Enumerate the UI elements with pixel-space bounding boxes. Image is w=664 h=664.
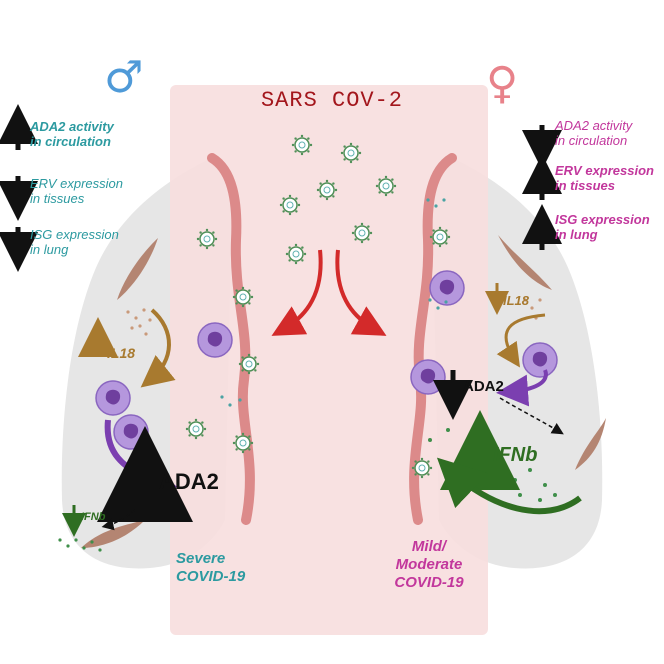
virus-arrow-right [335, 249, 387, 336]
female-il18-label: IL18 [503, 293, 530, 308]
female-legend-2-line1: ERV expression [555, 163, 654, 178]
male-legend-2-line1: ERV expression [30, 176, 123, 191]
ada2-purple-arrow-right [496, 369, 548, 407]
male-outcome-line2: COVID-19 [176, 568, 246, 585]
male-legend-3-line1: ISG expression [30, 227, 119, 242]
macrophage-icon [522, 342, 558, 378]
female-outcome-line3: COVID-19 [394, 574, 464, 591]
female-outcome-label: Mild/ Moderate COVID-19 [388, 538, 470, 592]
dashed-arrow-left [101, 509, 136, 531]
macrophage-icon [95, 380, 131, 416]
female-ifnb-label: IFNb [493, 444, 538, 466]
ifnb-curved-arrow-right [436, 457, 582, 515]
virus-icon [232, 286, 254, 308]
male-legend-2: ERV expression in tissues [30, 176, 123, 206]
fibroblast-icon [117, 238, 158, 300]
virus-icon [375, 175, 397, 197]
virus-arrow-left [271, 249, 323, 336]
fibroblast-icon [575, 418, 606, 470]
virus-icon [285, 243, 307, 265]
female-symbol-icon: ♀ [486, 58, 519, 109]
female-legend-3: ISG expression in lung [555, 212, 650, 242]
female-legend-1: ADA2 activity in circulation [555, 118, 632, 148]
male-outcome-line1: Severe [176, 550, 226, 567]
virus-icon [196, 228, 218, 250]
virus-icon [411, 457, 433, 479]
virus-icon [238, 353, 260, 375]
female-ada2-label: ADA2 [463, 378, 504, 395]
page-title: SARS COV-2 [260, 88, 404, 113]
male-legend-1-line1: ADA2 activity [30, 119, 114, 134]
male-legend-3: ISG expression in lung [30, 227, 119, 257]
erv-dots [220, 198, 448, 407]
virus-icon [351, 222, 373, 244]
il18-curved-arrow-right [496, 313, 546, 368]
male-legend-1-line2: in circulation [30, 134, 111, 149]
virus-icon [316, 179, 338, 201]
female-legend-1-line1: ADA2 activity [555, 118, 633, 133]
male-legend-1: ADA2 activity in circulation [30, 119, 114, 149]
right-alveolar-wall [409, 153, 457, 525]
virus-icon [232, 432, 254, 454]
fibroblast-icon [81, 520, 145, 548]
female-legend-2-line2: in tissues [555, 178, 615, 193]
virus-icon [291, 134, 313, 156]
male-ifnb-label: IFNb [81, 511, 106, 523]
fibroblast-icon [498, 235, 552, 290]
male-symbol-icon: ♂ [104, 52, 144, 103]
male-ada2-label: ADA2 [159, 469, 219, 494]
male-outcome-label: Severe COVID-19 [176, 550, 245, 586]
female-legend-3-line1: ISG expression [555, 212, 650, 227]
female-legend-1-line2: in circulation [555, 133, 628, 148]
virus-icon [429, 226, 451, 248]
female-outcome-line2: Moderate [395, 556, 463, 573]
male-il18-label: IL18 [107, 345, 136, 361]
macrophage-icon [197, 322, 233, 358]
male-legend-2-line2: in tissues [30, 191, 85, 206]
macrophage-icon [429, 270, 465, 306]
macrophage-icon [113, 414, 149, 450]
macrophage-icon [410, 359, 446, 395]
virus-icon [340, 142, 362, 164]
female-legend-3-line2: in lung [555, 227, 598, 242]
virus-icon [279, 194, 301, 216]
male-legend-3-line2: in lung [30, 242, 69, 257]
il18-curved-arrow-left [140, 308, 176, 388]
female-outcome-line1: Mild/ [411, 538, 447, 555]
virus-icon [185, 418, 207, 440]
female-legend-2: ERV expression in tissues [555, 163, 654, 193]
